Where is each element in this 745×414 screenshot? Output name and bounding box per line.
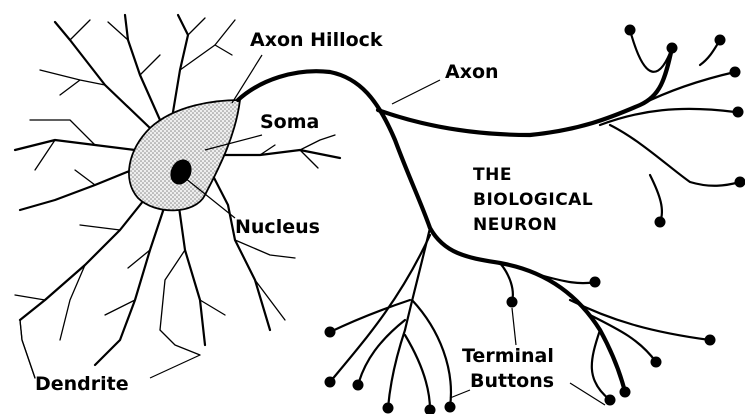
- title-line-3: NEURON: [473, 215, 557, 235]
- label-nucleus: Nucleus: [235, 216, 320, 238]
- title-line-2: BIOLOGICAL: [473, 190, 593, 210]
- label-axon-hillock: Axon Hillock: [250, 29, 383, 51]
- label-buttons: Buttons: [470, 370, 554, 392]
- title-line-1: THE: [473, 165, 512, 185]
- label-dendrite: Dendrite: [35, 373, 129, 395]
- label-terminal: Terminal: [462, 345, 554, 367]
- label-axon: Axon: [445, 61, 499, 83]
- label-soma: Soma: [260, 111, 319, 133]
